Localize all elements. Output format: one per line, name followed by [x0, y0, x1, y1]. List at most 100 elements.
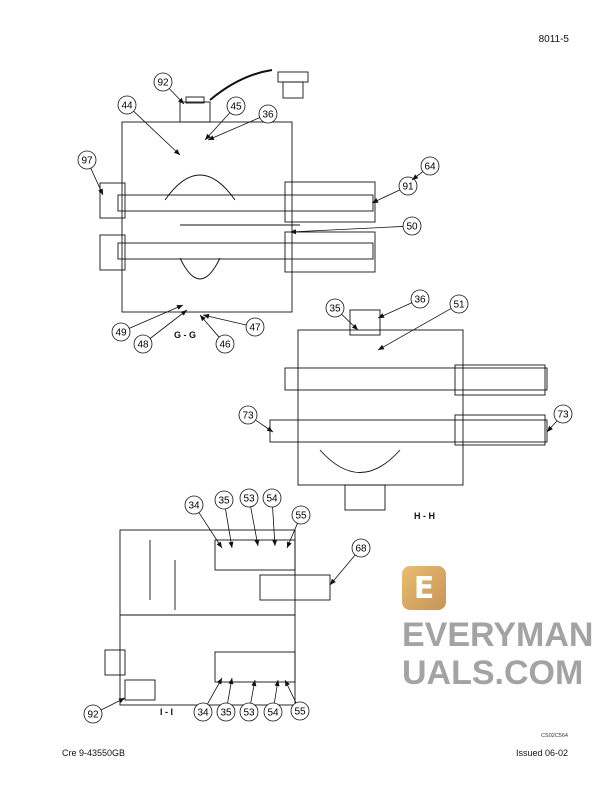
callout-number: 51 [453, 300, 465, 311]
gg-valve-body [99, 69, 376, 313]
callout-circle [214, 490, 234, 510]
callout-hh-36: 36 [377, 289, 430, 319]
arrowhead [378, 313, 385, 318]
ii-valve-body [104, 529, 331, 706]
callout-ii-54: 54 [263, 679, 283, 722]
leader-line [204, 112, 231, 141]
arrowhead [285, 680, 290, 687]
section-label-hh: H - H [414, 511, 435, 521]
issue-date: Issued 06-02 [515, 748, 568, 758]
arrowhead [274, 680, 280, 687]
callout-circle [291, 505, 311, 525]
callout-circle [402, 216, 422, 236]
callout-ii-55: 55 [286, 505, 311, 549]
arrowhead [412, 174, 419, 180]
callout-gg-44: 44 [117, 95, 181, 156]
callout-hh-35: 35 [325, 298, 359, 331]
callout-number: 46 [219, 340, 231, 351]
arrowhead [290, 229, 297, 235]
callout-number: 92 [87, 710, 99, 721]
figure-code: CS02C564 [541, 733, 568, 739]
section-label-gg: G - G [174, 330, 196, 340]
leader-line [202, 314, 247, 326]
callout-ii-54: 54 [262, 488, 282, 547]
callout-number: 53 [243, 494, 255, 505]
callout-number: 97 [81, 156, 93, 167]
callout-circle [290, 701, 310, 721]
callout-ii-55: 55 [284, 679, 310, 721]
callout-gg-48: 48 [133, 309, 188, 354]
callout-number: 91 [402, 182, 414, 193]
arrowhead [205, 133, 211, 140]
callout-number: 73 [242, 411, 254, 422]
callout-number: 53 [243, 708, 255, 719]
callout-gg-47: 47 [202, 313, 265, 337]
section-label-ii: I - I [160, 707, 173, 717]
callout-number: 35 [218, 496, 230, 507]
callout-circle [263, 702, 283, 722]
callout-number: 54 [266, 494, 278, 505]
leader-line [377, 302, 412, 319]
callout-gg-64: 64 [411, 156, 440, 181]
callout-circle [226, 96, 246, 116]
arrowhead [351, 324, 358, 330]
arrowhead [547, 425, 553, 432]
callout-number: 48 [137, 340, 149, 351]
callout-number: 44 [121, 101, 133, 112]
arrowhead [228, 541, 234, 548]
callout-ii-68: 68 [329, 538, 371, 586]
callout-circle [193, 702, 213, 722]
callout-gg-92: 92 [153, 72, 185, 105]
callout-circle [153, 72, 173, 92]
arrowhead [200, 315, 206, 322]
arrowhead [216, 678, 222, 685]
callout-number: 49 [115, 328, 127, 339]
arrowhead [251, 680, 257, 687]
callout-gg-49: 49 [111, 304, 184, 342]
callout-gg-45: 45 [204, 96, 246, 141]
callout-number: 34 [197, 708, 209, 719]
callout-number: 45 [230, 102, 242, 113]
callout-ii-53: 53 [239, 679, 259, 722]
callout-ii-35: 35 [216, 677, 236, 722]
leader-line [133, 110, 181, 156]
leader-line [377, 308, 452, 351]
leader-line [149, 309, 188, 339]
callout-gg-97: 97 [77, 150, 104, 196]
callout-circle [351, 538, 371, 558]
callout-circle [239, 702, 259, 722]
callout-ii-35: 35 [214, 490, 234, 549]
arrowhead [266, 426, 273, 432]
callout-number: 64 [424, 162, 436, 173]
arrowhead [378, 344, 385, 350]
arrowhead [178, 97, 184, 104]
callout-number: 92 [157, 78, 169, 89]
callout-ii-53: 53 [239, 488, 260, 547]
callout-number: 34 [188, 501, 200, 512]
callout-circle [133, 334, 153, 354]
callout-hh-73: 73 [238, 405, 274, 433]
watermark-logo: E [402, 566, 446, 610]
watermark: E EVERYMANUALS.COM [402, 566, 602, 692]
callout-circle [325, 298, 345, 318]
arrowhead [254, 539, 260, 546]
callout-circle [262, 488, 282, 508]
callout-circle [449, 294, 469, 314]
callout-number: 55 [295, 511, 307, 522]
callout-number: 73 [557, 410, 569, 421]
callout-number: 68 [355, 544, 367, 555]
callout-number: 35 [329, 304, 341, 315]
callout-circle [83, 704, 103, 724]
callout-gg-36: 36 [207, 104, 278, 141]
callout-number: 50 [406, 222, 418, 233]
arrowhead [287, 541, 292, 548]
callout-number: 47 [249, 323, 261, 334]
watermark-text: EVERYMANUALS.COM [402, 616, 594, 692]
callout-circle [245, 317, 265, 337]
arrowhead [228, 678, 234, 685]
callout-circle [238, 405, 258, 425]
callout-circle [184, 495, 204, 515]
callout-circle [77, 150, 97, 170]
callout-circle [258, 104, 278, 124]
